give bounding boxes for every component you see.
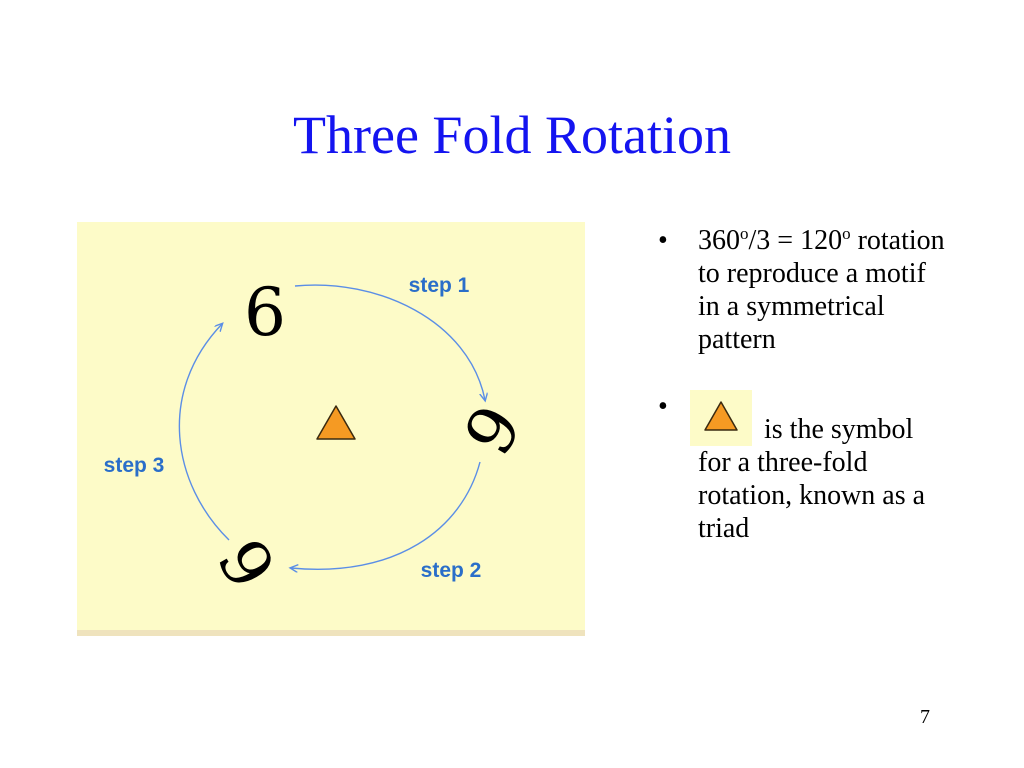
rotation-diagram: 6 6 6 step 1 step 2 step 3 (77, 222, 585, 636)
degree-symbol: o (842, 224, 851, 243)
slide-title: Three Fold Rotation (293, 105, 731, 165)
bullet-item-rotation: •360o/3 = 120o rotation to reproduce a m… (658, 224, 948, 356)
angle-360: 360 (698, 225, 740, 256)
bullet-marker: • (658, 391, 668, 422)
step-1-arrow (294, 284, 485, 400)
angle-division: /3 = 120 (748, 225, 843, 256)
diagram-bottom-edge (77, 630, 585, 636)
triad-triangle-icon (316, 405, 356, 440)
page-number: 7 (920, 706, 930, 728)
step-3-arrow (178, 324, 230, 541)
bullet-item-symbol: • is the symbol for a three-fold rotation… (658, 390, 948, 545)
bullet-marker: • (658, 225, 668, 256)
step-3-label: step 3 (104, 454, 165, 477)
step-2-label: step 2 (421, 559, 482, 582)
step-1-label: step 1 (409, 274, 470, 297)
degree-symbol: o (740, 224, 749, 243)
motif-top: 6 (244, 274, 286, 351)
triad-description: is the symbol for a three-fold rotation,… (698, 414, 926, 544)
triad-symbol-icon (690, 390, 752, 446)
bullet-list: •360o/3 = 120o rotation to reproduce a m… (658, 224, 948, 545)
rotation-description: rotation to reproduce a motif in a symme… (698, 225, 945, 355)
step-2-arrow (291, 461, 481, 569)
